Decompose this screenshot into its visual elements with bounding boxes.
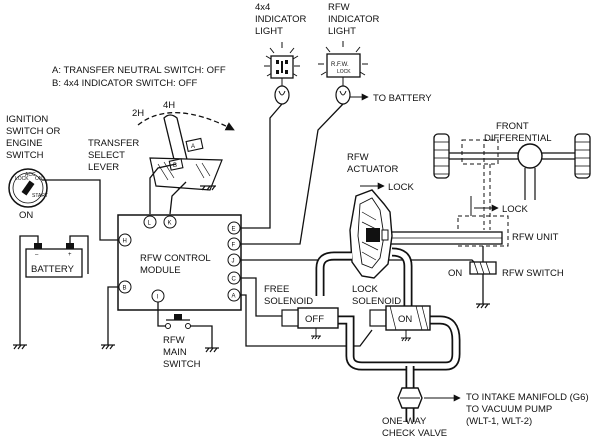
actuator-label-line2: ACTUATOR [347, 164, 399, 175]
actuator-lock-label: LOCK [388, 182, 415, 193]
rfw-switch-state: ON [448, 268, 462, 279]
terminal-a: A [232, 294, 236, 300]
main-switch-label-line1: RFW [163, 335, 185, 346]
ignition-dial-acc: ACC [25, 172, 36, 178]
free-solenoid-label-line1: FREE [264, 284, 289, 295]
lock-solenoid-state: ON [398, 314, 412, 325]
front-differential: FRONT DIFFERENTIAL [433, 121, 591, 230]
svg-text:+: + [68, 252, 72, 258]
lever-label-line1: TRANSFER [88, 138, 139, 149]
rfw-switch-label: RFW SWITCH [502, 268, 564, 279]
lever-label-line3: LEVER [88, 162, 119, 173]
terminal-l: L [148, 221, 152, 227]
main-switch-label-line3: SWITCH [163, 359, 201, 370]
terminal-e: E [232, 227, 236, 233]
lock-solenoid: LOCK SOLENOID ON [352, 284, 431, 342]
svg-text:–: – [35, 252, 39, 258]
switch-a-icon [185, 137, 204, 152]
ignition-dial-on: ON [35, 176, 43, 182]
terminal-j: J [232, 259, 235, 265]
indicator-rfw-title-line2: INDICATOR [328, 14, 380, 25]
free-solenoid-ground-icon [311, 328, 321, 340]
indicator-4x4-title-line3: LIGHT [255, 26, 283, 37]
terminal-k: K [168, 221, 172, 227]
indicator-rfw-face-text: R.F.W. [331, 62, 349, 68]
terminal-c: C [232, 277, 237, 283]
rfw-unit-label: RFW UNIT [512, 232, 559, 243]
main-switch-ground-icon [205, 347, 219, 353]
left-wheel-icon [433, 133, 450, 179]
lock-solenoid-label-line2: SOLENOID [352, 296, 401, 307]
differential-icon [517, 143, 543, 169]
four-wheel-icon [276, 60, 288, 74]
vacuum-label-line3: (WLT-1, WLT-2) [466, 416, 532, 427]
rfw-actuator: RFW ACTUATOR LOCK [347, 152, 415, 279]
main-switch-button-icon [174, 314, 182, 320]
right-wheel-icon [574, 133, 591, 179]
switch-a-label: A [191, 144, 195, 150]
rfw-control-module: RFW CONTROL MODULE L K E F J C A H B I [101, 103, 479, 350]
free-solenoid-label-line2: SOLENOID [264, 296, 313, 307]
terminal-f: F [232, 243, 236, 249]
front-differential-label-line2: DIFFERENTIAL [484, 133, 552, 144]
module-ground-icon [101, 344, 115, 350]
indicator-4x4-title-line2: INDICATOR [255, 14, 307, 25]
indicator-rfw: RFW INDICATOR LIGHT R.F.W. LOCK TO BATTE… [318, 2, 432, 105]
indicator-rfw-face-sub: LOCK [337, 69, 351, 75]
battery: – + BATTERY [13, 235, 89, 350]
ignition-switch: IGNITION SWITCH OR ENGINE SWITCH LOCK AC… [6, 114, 118, 241]
module-box [117, 214, 242, 311]
ignition-state: ON [19, 210, 33, 221]
ground-icon [13, 344, 27, 350]
transfer-select-lever: 4H 2H TRANSFER SELECT LEVER A B [88, 100, 235, 215]
vacuum-hoses [315, 247, 461, 422]
one-way-check-valve: ONE-WAY CHECK VALVE [382, 387, 461, 439]
lock-solenoid-ground-icon [401, 330, 411, 342]
rfw-unit: RFW UNIT LOCK [377, 196, 559, 247]
indicator-4x4: 4x4 INDICATOR LIGHT [255, 2, 307, 105]
legend-b: B: 4x4 INDICATOR SWITCH: OFF [52, 78, 198, 89]
vacuum-label-line1: TO INTAKE MANIFOLD (G6) [466, 392, 589, 403]
rfw-main-switch: RFW MAIN SWITCH [163, 314, 219, 370]
terminal-b: B [123, 286, 127, 292]
indicator-rfw-rays-icon [318, 41, 368, 76]
battery-icon [25, 248, 83, 278]
vacuum-label-line2: TO VACUUM PUMP [466, 404, 552, 415]
check-valve-label-line2: CHECK VALVE [382, 428, 447, 439]
terminal-i: I [157, 295, 159, 301]
lever-travel-arrow-icon [137, 111, 235, 131]
to-battery-label: TO BATTERY [373, 93, 432, 104]
ignition-label-line1: IGNITION [6, 114, 48, 125]
lock-solenoid-label-line1: LOCK [352, 284, 379, 295]
lever-2h-label: 2H [132, 108, 144, 119]
switch-b-label: B [173, 163, 177, 169]
lever-4h-label: 4H [163, 100, 175, 111]
indicator-rfw-title-line3: LIGHT [328, 26, 356, 37]
lever-label-line2: SELECT [88, 150, 125, 161]
ignition-label-line4: SWITCH [6, 150, 44, 161]
rfw-unit-lock-label: LOCK [502, 204, 529, 215]
indicator-4x4-title-line1: 4x4 [255, 2, 270, 13]
front-differential-label-line1: FRONT [496, 121, 529, 132]
battery-label: BATTERY [31, 264, 75, 275]
terminal-h: H [123, 239, 127, 245]
check-valve-label-line1: ONE-WAY [382, 416, 427, 427]
ignition-dial-lock: LOCK [15, 176, 29, 182]
module-label-line1: RFW CONTROL [140, 253, 211, 264]
rfw-switch-ground-icon [476, 303, 490, 309]
free-solenoid: FREE SOLENOID OFF [264, 284, 339, 340]
ignition-dial-start: START [32, 193, 48, 199]
actuator-label-line1: RFW [347, 152, 369, 163]
ignition-label-line2: SWITCH OR [6, 126, 60, 137]
lever-base-icon [149, 157, 223, 191]
rfw-switch: ON RFW SWITCH [448, 246, 564, 309]
legend-a: A: TRANSFER NEUTRAL SWITCH: OFF [52, 65, 226, 76]
lever-ground-icon [200, 185, 216, 191]
ignition-label-line3: ENGINE [6, 138, 42, 149]
indicator-rfw-title-line1: RFW [328, 2, 350, 13]
main-switch-label-line2: MAIN [163, 347, 187, 358]
free-solenoid-state: OFF [305, 314, 324, 325]
module-label-line2: MODULE [140, 265, 181, 276]
